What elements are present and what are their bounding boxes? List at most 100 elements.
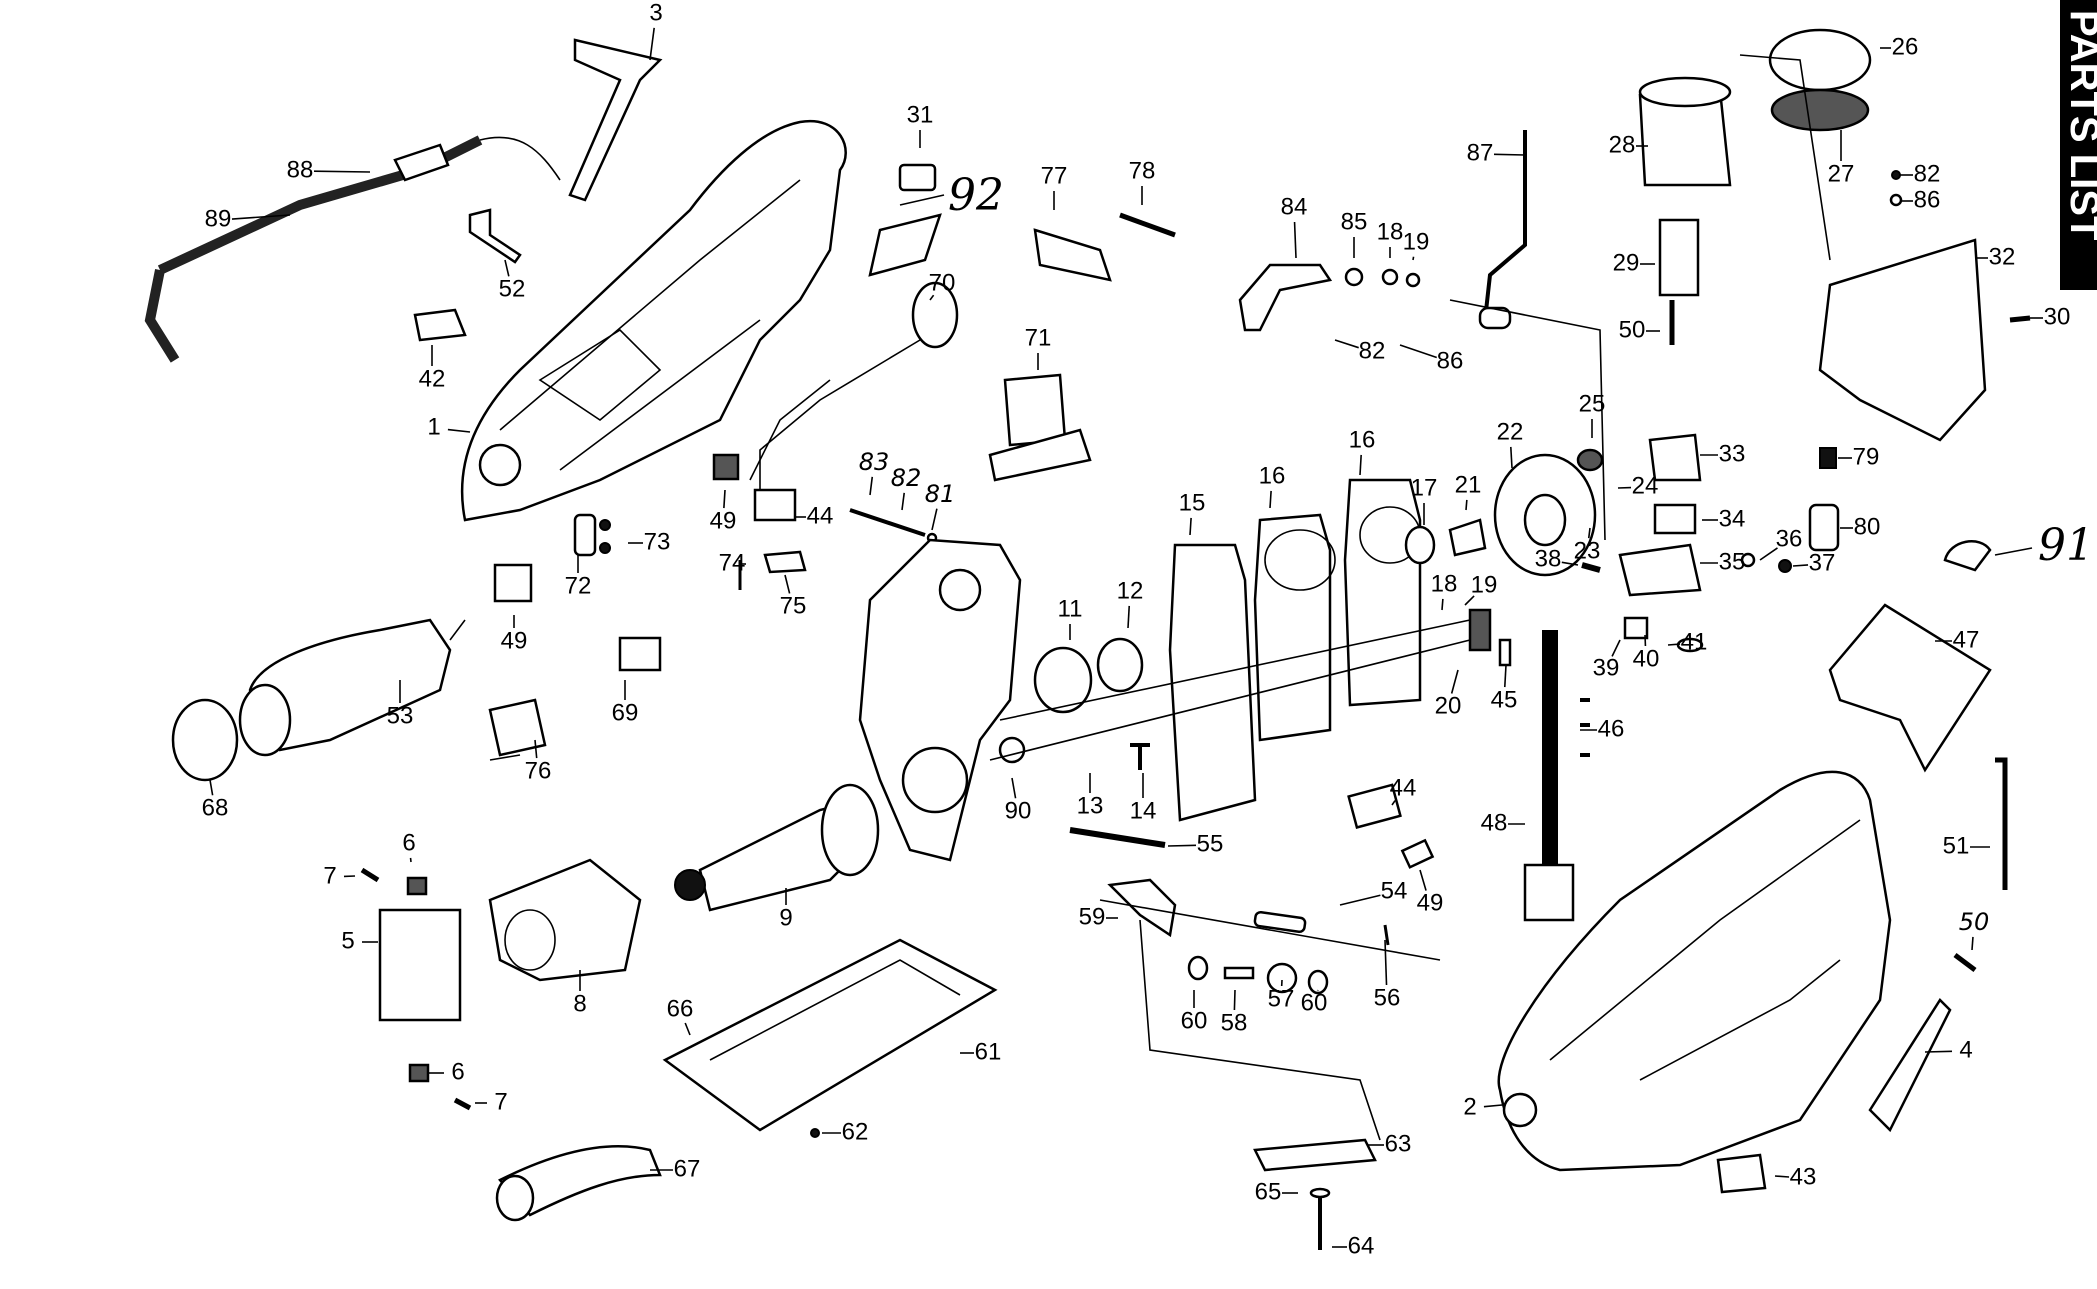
leader-line-3 (649, 27, 655, 61)
part-12-drawing (1096, 637, 1144, 693)
callout-39: 39 (1593, 639, 1621, 681)
part-number-49: 49 (501, 627, 528, 654)
part-57-drawing (1266, 962, 1298, 994)
part-number-54: 54 (1381, 877, 1408, 904)
part-32-drawing (1818, 238, 1987, 442)
leader-line-37 (1792, 564, 1809, 567)
callout-50: 50 (1619, 316, 1660, 343)
leader-line-20 (1450, 669, 1459, 694)
part-25-drawing (1576, 448, 1604, 472)
part-number-19: 19 (1471, 571, 1498, 598)
part-number-73: 73 (644, 528, 671, 555)
callout-8: 8 (573, 970, 587, 1017)
callout-25: 25 (1579, 390, 1605, 438)
callout-19: 19 (1464, 571, 1498, 606)
callout-26: 26 (1880, 33, 1918, 60)
callout-4: 4 (1924, 1036, 1973, 1063)
leader-line-58 (1233, 989, 1236, 1011)
callout-64: 64 (1332, 1232, 1374, 1259)
callout-33: 33 (1700, 440, 1745, 467)
callout-36: 36 (1759, 525, 1802, 561)
part-number-46: 46 (1598, 715, 1625, 742)
leader-line-45 (1503, 664, 1507, 688)
cord-protector-drawing (393, 143, 450, 182)
part-61-drawing (662, 938, 998, 1132)
leader-line-55 (1167, 844, 1197, 847)
leader-line-2 (1483, 1104, 1503, 1108)
callout-18: 18 (1431, 570, 1457, 611)
part-number-28: 28 (1609, 131, 1636, 158)
part-number-8: 8 (573, 990, 586, 1017)
part-number-53: 53 (387, 702, 414, 729)
housing-left-drawing (460, 119, 847, 522)
callout-60: 60 (1181, 990, 1207, 1034)
callout-78: 78 (1129, 157, 1155, 205)
callout-61: 61 (960, 1038, 1001, 1065)
leader-line-84 (1293, 221, 1297, 259)
part-68-drawing (171, 698, 239, 782)
part-number-81: 81 (925, 480, 956, 508)
part-number-12: 12 (1117, 577, 1144, 604)
leader-line-23 (1587, 527, 1591, 539)
part-number-14: 14 (1130, 797, 1157, 824)
part-number-82: 82 (891, 464, 922, 492)
part-number-69: 69 (612, 699, 639, 726)
leader-line-36 (1759, 547, 1778, 561)
callout-11: 11 (1058, 595, 1082, 640)
part-33-drawing (1648, 433, 1702, 482)
callout-14: 14 (1130, 773, 1157, 824)
leader-line-86 (1399, 344, 1438, 359)
part-number-51: 51 (1943, 832, 1970, 859)
handwritten-92: 92 (948, 170, 1004, 221)
part-number-26: 26 (1892, 33, 1919, 60)
part-16b-drawing (1343, 478, 1422, 707)
part-number-86: 86 (1914, 186, 1941, 213)
leader-line-76 (534, 739, 538, 759)
part-number-49: 49 (1417, 889, 1444, 916)
part-number-55: 55 (1197, 830, 1224, 857)
leader-line-22 (1510, 446, 1513, 469)
callout-79: 79 (1838, 443, 1879, 470)
part-number-13: 13 (1077, 792, 1104, 819)
callout-6: 6 (402, 829, 416, 863)
callout-34: 34 (1702, 505, 1745, 532)
part-number-31: 31 (907, 101, 934, 128)
callout-67: 67 (650, 1155, 700, 1182)
callout-60: 60 (1301, 989, 1328, 1016)
part-69-drawing (618, 636, 662, 672)
part-92-drawing (868, 213, 942, 277)
part-44b-drawing (1347, 783, 1402, 829)
leader-line-50 (1971, 936, 1974, 951)
part-number-67: 67 (674, 1155, 701, 1182)
leader-line-15 (1189, 517, 1192, 536)
part-52-drawing (468, 208, 522, 264)
part-number-72: 72 (565, 572, 592, 599)
callout-17: 17 (1411, 474, 1437, 525)
part-number-45: 45 (1491, 686, 1518, 713)
callout-44: 44 (795, 502, 833, 529)
leader-line-82 (901, 492, 906, 511)
leader-line-16 (1269, 490, 1272, 509)
callout-12: 12 (1117, 577, 1144, 629)
leader-line-81 (931, 508, 938, 531)
part-number-1: 1 (427, 413, 440, 440)
part-5-drawing (378, 908, 462, 1022)
part-16a-drawing (1253, 513, 1332, 742)
leader-line-19 (1464, 595, 1475, 606)
part-number-2: 2 (1463, 1093, 1476, 1120)
lever-drawing (568, 38, 663, 202)
leader-line-54 (1339, 894, 1381, 906)
leader-line-66 (684, 1022, 691, 1036)
callout-49: 49 (501, 615, 528, 654)
cord-drawing (144, 135, 483, 363)
callout-77: 77 (1041, 162, 1067, 210)
part-number-66: 66 (667, 995, 694, 1022)
part-80-drawing (1808, 503, 1840, 552)
callout-82: 82 (1900, 160, 1940, 187)
part-number-82: 82 (1359, 337, 1386, 364)
part-number-6: 6 (451, 1058, 464, 1085)
leader-line-43 (1774, 1175, 1790, 1178)
callout-89: 89 (205, 205, 291, 232)
part-number-61: 61 (975, 1038, 1002, 1065)
callout-85: 85 (1341, 208, 1367, 258)
